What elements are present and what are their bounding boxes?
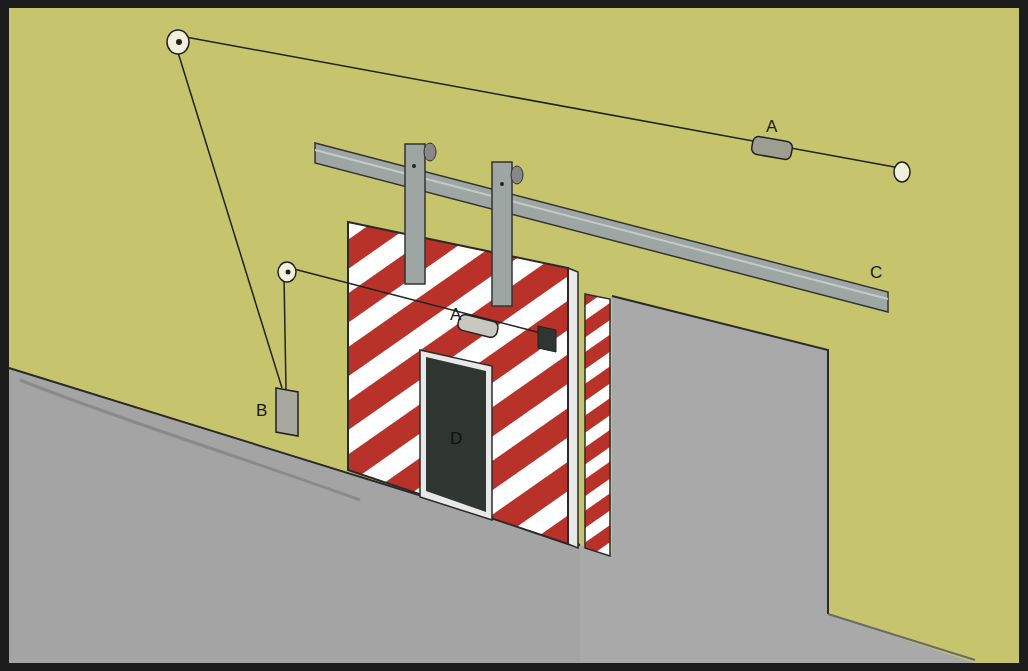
sliding-door <box>348 222 568 544</box>
fusible-link <box>457 313 500 338</box>
roller <box>424 143 436 161</box>
wicket-frame <box>420 350 492 520</box>
pulley <box>278 262 296 282</box>
floor-shade <box>20 380 360 500</box>
wall <box>9 8 1019 663</box>
wicket-door <box>426 357 486 512</box>
pulley <box>167 30 189 54</box>
part-label: A <box>450 306 461 323</box>
bracket <box>538 326 556 352</box>
hanger <box>405 144 425 284</box>
opening-edge <box>612 296 828 614</box>
hanger <box>492 162 512 306</box>
cable <box>180 36 900 168</box>
cable <box>284 276 286 390</box>
part-label: B <box>256 402 267 419</box>
fusible-link <box>751 136 794 161</box>
pulley <box>894 162 910 182</box>
door-edge <box>568 268 578 548</box>
part-label: C <box>870 264 882 281</box>
floor-line <box>828 614 975 660</box>
door-jamb <box>585 294 610 556</box>
part-label: A <box>766 118 777 135</box>
part-label: D <box>450 430 462 447</box>
roller <box>511 166 523 184</box>
counterweight <box>276 388 298 436</box>
cable <box>290 268 545 334</box>
cable <box>176 46 282 388</box>
door-opening <box>580 296 975 663</box>
